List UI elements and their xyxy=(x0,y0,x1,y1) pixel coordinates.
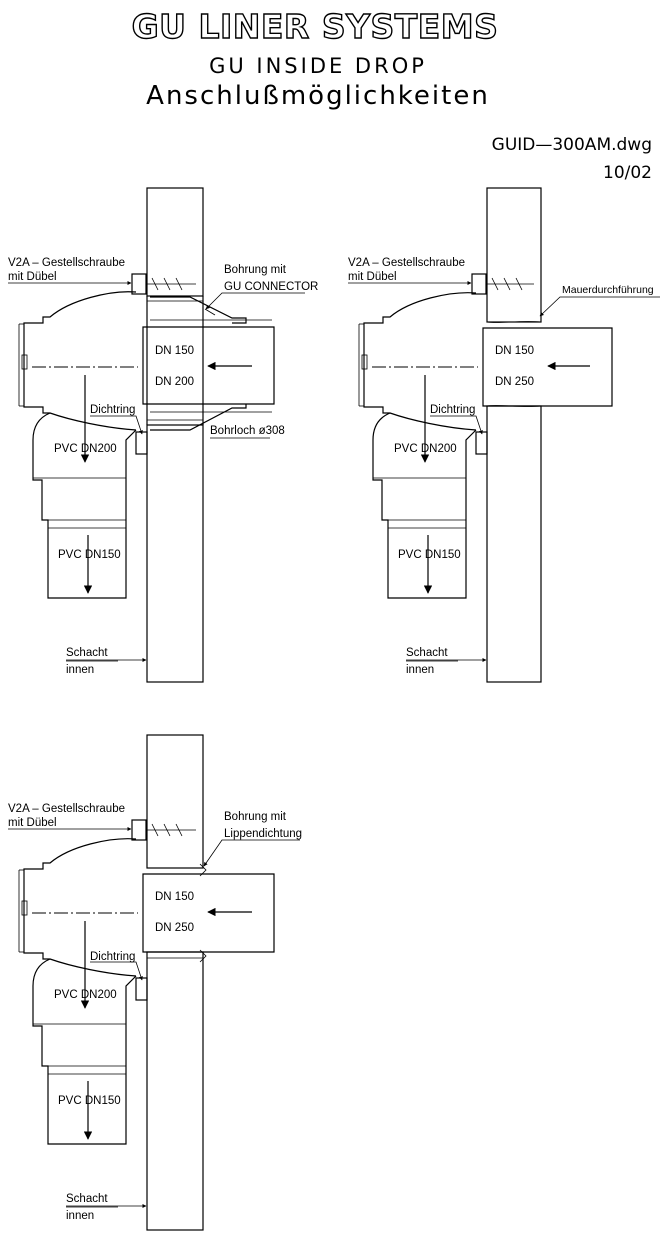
screw-label-2: mit Dübel xyxy=(348,271,397,283)
pipe-dn-top: DN 150 xyxy=(155,345,194,357)
pvc-lower-label: PVC DN150 xyxy=(58,549,121,561)
drawing-filename: GUID—300AM.dwg xyxy=(492,135,652,155)
inflow-pipe xyxy=(482,327,613,407)
pipe-dn-bottom: DN 250 xyxy=(155,922,194,934)
pvc-lower-label: PVC DN150 xyxy=(58,1095,121,1107)
seal-ring xyxy=(475,431,488,455)
seal-label: Dichtring xyxy=(90,404,135,416)
concrete-wall-upper xyxy=(486,187,542,323)
connector-label-2: GU CONNECTOR xyxy=(224,281,318,293)
concrete-wall-upper xyxy=(146,187,204,297)
screw-label: V2A – Gestellschraube xyxy=(8,803,125,815)
seal-ring xyxy=(135,431,148,455)
inflow-pipe xyxy=(142,873,275,953)
anchor-bolt xyxy=(131,819,147,841)
subtitle: GU INSIDE DROP xyxy=(209,54,427,78)
detail-lip-seal: V2A – Gestellschraube mit Dübel Bohrung … xyxy=(8,734,302,1231)
seal-label: Dichtring xyxy=(90,951,135,963)
detail-wall-penetration: V2A – Gestellschraube mit Dübel Mauerdur… xyxy=(348,187,660,683)
pvc-lower-label: PVC DN150 xyxy=(398,549,461,561)
subtitle-german: Anschlußmöglichkeiten xyxy=(146,81,490,111)
screw-label: V2A – Gestellschraube xyxy=(348,257,465,269)
pipe-dn-top: DN 150 xyxy=(495,345,534,357)
hole-label: Bohrloch ø308 xyxy=(210,425,285,437)
pipe-dn-bottom: DN 250 xyxy=(495,376,534,388)
shaft-label-2: innen xyxy=(66,1210,94,1222)
pipe-dn-top: DN 150 xyxy=(155,891,194,903)
inflow-pipe xyxy=(142,326,275,405)
concrete-wall-lower xyxy=(486,405,542,683)
shaft-label-2: innen xyxy=(66,664,94,676)
connector-label-2: Lippendichtung xyxy=(224,828,302,840)
anchor-bolt xyxy=(471,273,487,295)
shaft-label-2: innen xyxy=(406,664,434,676)
screw-label-2: mit Dübel xyxy=(8,817,57,829)
pvc-upper-label: PVC DN200 xyxy=(54,443,117,455)
screw-label: V2A – Gestellschraube xyxy=(8,257,125,269)
pvc-upper-label: PVC DN200 xyxy=(394,443,457,455)
drop-body xyxy=(363,292,477,431)
pvc-upper-label: PVC DN200 xyxy=(54,989,117,1001)
shaft-label: Schacht xyxy=(66,1193,108,1205)
shaft-label: Schacht xyxy=(66,647,108,659)
detail-gu-connector: V2A – Gestellschraube mit Dübel Bohrung … xyxy=(8,187,318,683)
pipe-dn-bottom: DN 200 xyxy=(155,376,194,388)
shaft-label: Schacht xyxy=(406,647,448,659)
seal-label: Dichtring xyxy=(430,404,475,416)
connector-label: Bohrung mit xyxy=(224,811,287,823)
penetration-label: Mauerdurchführung xyxy=(562,284,654,296)
concrete-wall-lower xyxy=(146,424,204,683)
concrete-wall-upper xyxy=(146,734,204,869)
connector-label: Bohrung mit xyxy=(224,264,287,276)
drop-body xyxy=(23,838,137,977)
drop-body xyxy=(23,291,137,431)
title-block: GU LINER SYSTEMS GU INSIDE DROP Anschluß… xyxy=(131,6,652,183)
title: GU LINER SYSTEMS xyxy=(132,7,499,46)
seal-ring xyxy=(135,977,148,1001)
drawing-date: 10/02 xyxy=(603,163,652,183)
concrete-wall-lower xyxy=(146,951,204,1231)
screw-label-2: mit Dübel xyxy=(8,271,57,283)
anchor-bolt xyxy=(131,273,147,295)
